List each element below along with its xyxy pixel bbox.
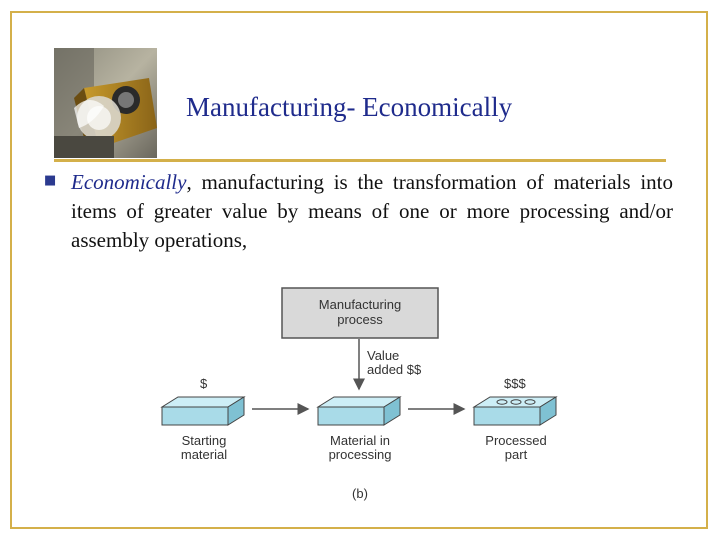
bullet-body: , manufacturing is the transformation of…: [71, 170, 673, 252]
process-box: Manufacturing process: [281, 287, 439, 339]
stage-2-label-line-1: Material in: [330, 433, 390, 448]
process-box-line-2: process: [337, 312, 383, 327]
value-added-line-2: added $$: [367, 362, 422, 377]
material-in-processing-block: [316, 396, 402, 426]
stage-2-label-line-2: processing: [329, 447, 392, 462]
processed-part-block: [472, 396, 558, 426]
stage-1-label-line-2: material: [181, 447, 227, 462]
bullet-icon: ■: [44, 173, 57, 188]
stage-3-label-line-1: Processed: [485, 433, 546, 448]
price-processed: $$$: [504, 376, 526, 391]
diagram-caption: (b): [352, 486, 368, 501]
slide-title: Manufacturing- Economically: [186, 92, 513, 122]
price-starting: $: [200, 376, 208, 391]
machining-photo: [54, 48, 157, 158]
stage-3-label-line-2: part: [505, 447, 528, 462]
title-underline: [54, 159, 666, 162]
starting-material-block: [160, 396, 246, 426]
bullet-text: Economically, manufacturing is the trans…: [71, 168, 673, 255]
bullet-lead-term: Economically: [71, 170, 187, 194]
manufacturing-diagram: Manufacturing process Value added $$ $ $…: [158, 283, 562, 505]
stage-1-label-line-1: Starting: [182, 433, 227, 448]
value-added-line-1: Value: [367, 348, 399, 363]
process-box-line-1: Manufacturing: [319, 297, 401, 312]
